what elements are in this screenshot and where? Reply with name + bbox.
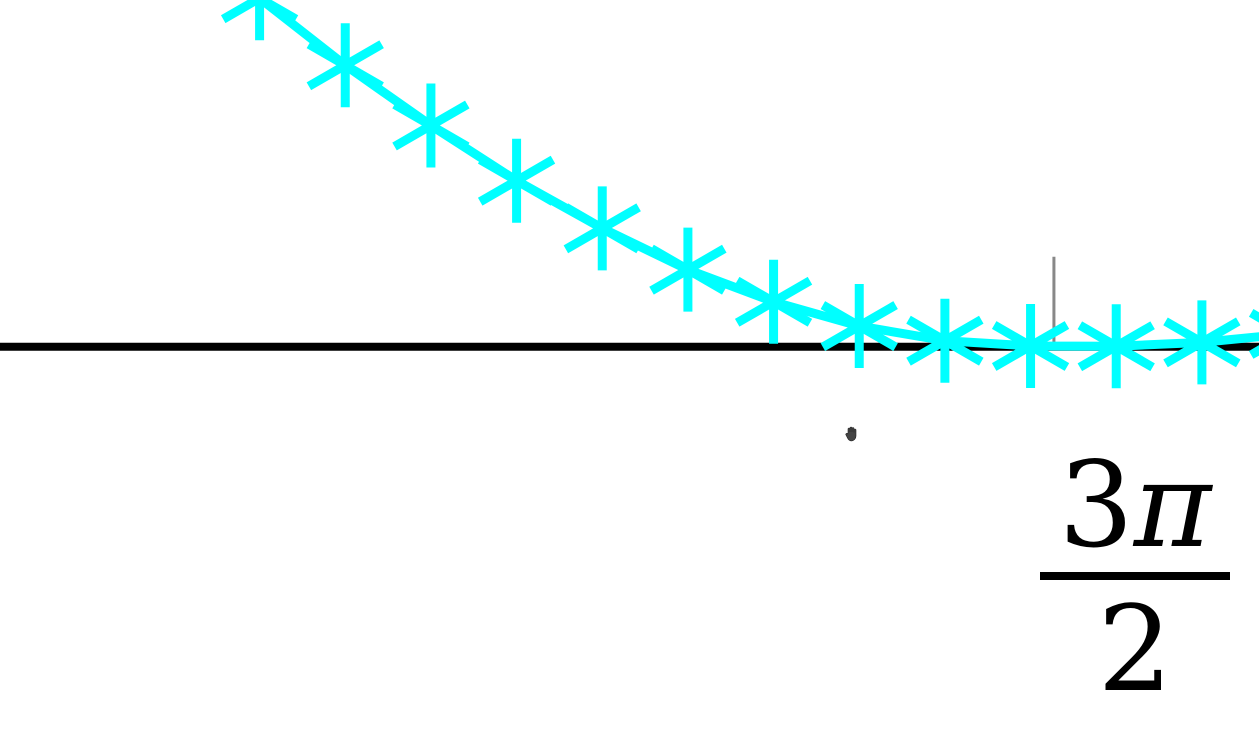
series-marker <box>734 259 813 344</box>
tick-label-denominator: 2 <box>1097 580 1173 718</box>
series-marker <box>477 138 556 223</box>
series-marker <box>991 303 1070 388</box>
series-markers <box>220 0 1259 389</box>
series-marker <box>1077 304 1155 389</box>
series-marker <box>392 83 470 168</box>
series-marker <box>306 23 384 108</box>
tick-pi-symbol: π <box>1133 436 1212 574</box>
series-marker <box>563 186 641 271</box>
hand-cursor-icon <box>845 426 857 442</box>
x-tick-label-3pi-over-2: 3π 2 <box>1040 440 1230 714</box>
series-marker <box>1163 300 1241 385</box>
series-marker <box>649 227 727 312</box>
series-marker <box>906 298 984 383</box>
tick-numerator-digit: 3 <box>1058 436 1134 574</box>
series-marker <box>220 0 299 41</box>
series-marker <box>820 284 898 369</box>
tick-label-numerator: 3π <box>1040 440 1230 570</box>
tick-fraction-bar <box>1040 572 1230 580</box>
